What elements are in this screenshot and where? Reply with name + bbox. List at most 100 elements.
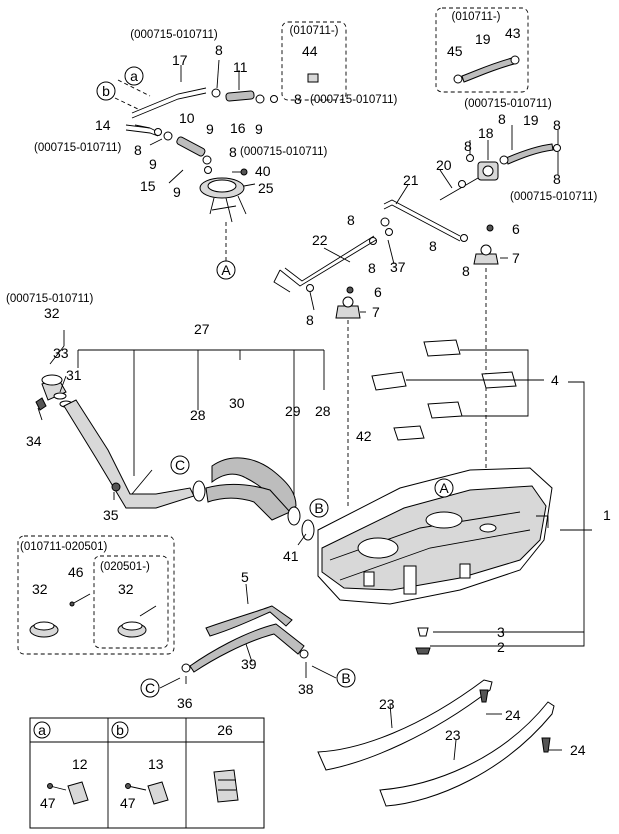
part-label-41: 41 bbox=[283, 548, 299, 564]
part-label-24b: 24 bbox=[570, 742, 586, 758]
part-label-33: 33 bbox=[53, 345, 69, 361]
part-label-28b: 28 bbox=[315, 403, 331, 419]
part-label-17: 17 bbox=[172, 52, 188, 68]
vapor-line-assembly bbox=[114, 59, 278, 262]
svg-text:a: a bbox=[130, 68, 138, 84]
callout-A-upper: A bbox=[216, 260, 236, 280]
svg-text:A: A bbox=[439, 480, 449, 496]
date-code-box-44: (010711-) bbox=[289, 25, 338, 37]
legend-header-26: 26 bbox=[217, 722, 233, 738]
part-label-14: 14 bbox=[95, 117, 111, 133]
callout-b: b bbox=[96, 81, 116, 101]
part-label-22: 22 bbox=[312, 232, 328, 248]
part-label-12: 12 bbox=[72, 756, 88, 772]
part-label-13: 13 bbox=[148, 756, 164, 772]
part-label-32c: 32 bbox=[118, 581, 134, 597]
part-label-46: 46 bbox=[68, 564, 84, 580]
callout-a: a bbox=[124, 66, 144, 86]
part-label-11: 11 bbox=[233, 59, 248, 75]
callout-C-neck: C bbox=[170, 455, 190, 475]
part-label-2: 2 bbox=[497, 639, 505, 655]
part-label-45: 45 bbox=[447, 43, 463, 59]
part-label-36: 36 bbox=[177, 695, 193, 711]
part-label-1: 1 bbox=[603, 507, 611, 523]
vapor-valve-assembly bbox=[273, 125, 561, 520]
part-45-19-43-box bbox=[435, 7, 529, 93]
part-label-7a: 7 bbox=[512, 250, 520, 266]
svg-text:B: B bbox=[341, 670, 350, 686]
part-label-27: 27 bbox=[194, 321, 210, 337]
callout-A-tank: A bbox=[434, 478, 454, 498]
part-label-3: 3 bbox=[497, 624, 505, 640]
part-label-8-3: 8 bbox=[134, 142, 142, 158]
filler-neck-assembly bbox=[35, 330, 325, 546]
part-label-8-5: 8 bbox=[464, 138, 472, 154]
date-code-box-cap-inner: (020501-) bbox=[100, 561, 150, 573]
part-label-9-4: 9 bbox=[173, 184, 181, 200]
part-label-30: 30 bbox=[229, 395, 245, 411]
part-label-9-1: 9 bbox=[206, 121, 214, 137]
date-code-top-left: (000715-010711) bbox=[130, 29, 218, 41]
part-label-6b: 6 bbox=[374, 284, 382, 300]
part-label-40: 40 bbox=[255, 163, 271, 179]
part-label-8-11: 8 bbox=[462, 263, 470, 279]
part-label-24a: 24 bbox=[505, 707, 521, 723]
date-code-right-18: (000715-010711) bbox=[464, 98, 552, 110]
part-label-8-12: 8 bbox=[306, 312, 314, 328]
part-label-38: 38 bbox=[298, 681, 314, 697]
part-label-8-6: 8 bbox=[498, 111, 506, 127]
date-code-box-top-right: (010711-) bbox=[451, 11, 500, 23]
date-code-right-9: (000715-010711) bbox=[310, 94, 398, 106]
tank-straps bbox=[317, 679, 562, 807]
part-label-43: 43 bbox=[505, 25, 521, 41]
callout-B-hose: B bbox=[336, 668, 356, 688]
part-label-28a: 28 bbox=[190, 407, 206, 423]
part-label-47b: 47 bbox=[120, 795, 136, 811]
part-label-29: 29 bbox=[285, 403, 301, 419]
date-code-right-8: (000715-010711) bbox=[510, 191, 598, 203]
svg-text:C: C bbox=[175, 457, 185, 473]
part-label-32a: 32 bbox=[44, 305, 60, 321]
part-label-9-3: 9 bbox=[149, 156, 157, 172]
date-code-left-8: (000715-010711) bbox=[34, 142, 122, 154]
svg-text:a: a bbox=[38, 722, 46, 738]
part-label-37: 37 bbox=[390, 259, 406, 275]
svg-text:B: B bbox=[314, 500, 323, 516]
part-label-5: 5 bbox=[241, 569, 249, 585]
date-code-cap: (000715-010711) bbox=[6, 293, 94, 305]
part-label-8-1: 8 bbox=[215, 42, 223, 58]
part-label-8-13: 8 bbox=[553, 117, 561, 133]
breather-hose-assembly bbox=[181, 583, 309, 684]
part-label-23b: 23 bbox=[445, 727, 461, 743]
part-label-15: 15 bbox=[140, 178, 156, 194]
legend-table bbox=[29, 717, 265, 829]
svg-text:b: b bbox=[102, 83, 110, 99]
part-label-19b: 19 bbox=[475, 31, 491, 47]
part-label-4: 4 bbox=[551, 372, 559, 388]
fuel-cap-variants-box bbox=[17, 535, 175, 655]
part-44-box bbox=[281, 21, 347, 101]
part-label-8-8: 8 bbox=[347, 212, 355, 228]
date-code-mid-8: (000715-010711) bbox=[240, 146, 328, 158]
part-label-35: 35 bbox=[103, 507, 119, 523]
part-label-34: 34 bbox=[26, 433, 42, 449]
part-label-6a: 6 bbox=[512, 221, 520, 237]
part-label-8-2: 8 bbox=[294, 91, 302, 107]
svg-text:A: A bbox=[221, 262, 231, 278]
part-label-23a: 23 bbox=[379, 696, 395, 712]
part-label-21: 21 bbox=[403, 172, 419, 188]
legend-header-a: a bbox=[33, 721, 51, 739]
svg-text:b: b bbox=[116, 722, 124, 738]
part-number-labels: 1 2 3 4 5 6 6 7 7 8 8 8 8 8 8 8 8 8 8 8 … bbox=[26, 25, 611, 811]
part-label-20: 20 bbox=[436, 157, 452, 173]
part-label-9-2: 9 bbox=[255, 121, 263, 137]
part-label-8-7: 8 bbox=[553, 171, 561, 187]
part-label-16: 16 bbox=[230, 120, 246, 136]
part-label-19a: 19 bbox=[523, 112, 539, 128]
part-label-18: 18 bbox=[478, 125, 494, 141]
callout-C-hose: C bbox=[140, 678, 160, 698]
part-label-8-10: 8 bbox=[368, 260, 376, 276]
part-label-8-4: 8 bbox=[229, 144, 237, 160]
part-label-39: 39 bbox=[241, 656, 257, 672]
